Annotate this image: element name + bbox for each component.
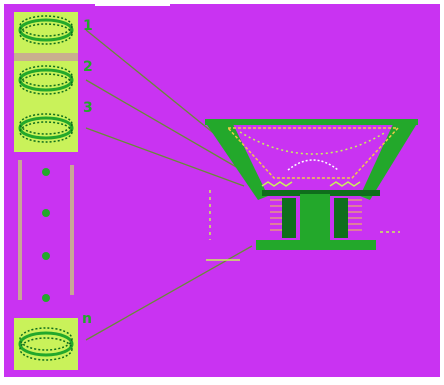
ellipsis-column (18, 160, 74, 302)
leader-line-3 (85, 127, 245, 187)
leader-line-2 (85, 79, 239, 169)
speaker-cone-inner (239, 131, 387, 155)
ellipsis-dot (42, 294, 50, 302)
speaker-basket-left (205, 122, 268, 200)
coil-n-column (14, 318, 78, 370)
coil-winding-2 (18, 65, 74, 95)
magnet-right (334, 198, 348, 238)
spider-suspension (261, 181, 361, 187)
callout-label-n: n (82, 311, 92, 327)
magnet-top-plate (262, 190, 380, 196)
coil-winding-3 (18, 113, 74, 143)
speaker-cone (226, 127, 400, 179)
terminal-wires (206, 190, 400, 261)
loudspeaker-cross-section (205, 119, 418, 261)
voice-coil-right (340, 199, 362, 231)
callout-label-1: 1 (83, 18, 93, 34)
callout-label-2: 2 (83, 59, 93, 75)
speaker-rim (205, 119, 418, 125)
coil-stack-column (14, 12, 78, 152)
leader-lines (85, 29, 253, 341)
leader-line-n (85, 245, 253, 341)
magnet-bottom-plate (256, 240, 376, 250)
ellipsis-dot (42, 252, 50, 260)
ellipsis-dot (42, 209, 50, 217)
coil-stack (14, 12, 78, 370)
voice-coil-left (270, 199, 292, 231)
coil-stack-gap-1 (14, 53, 78, 61)
dust-cap (287, 159, 339, 171)
speaker-basket-right (360, 122, 418, 200)
pole-piece (300, 194, 330, 244)
top-white-notch (95, 0, 170, 6)
ellipsis-dot (42, 168, 50, 176)
coil-winding-n (18, 327, 74, 361)
magnet-left (282, 198, 296, 238)
leader-line-1 (85, 29, 233, 149)
coil-winding-1 (18, 15, 74, 45)
callout-label-3: 3 (83, 100, 93, 116)
